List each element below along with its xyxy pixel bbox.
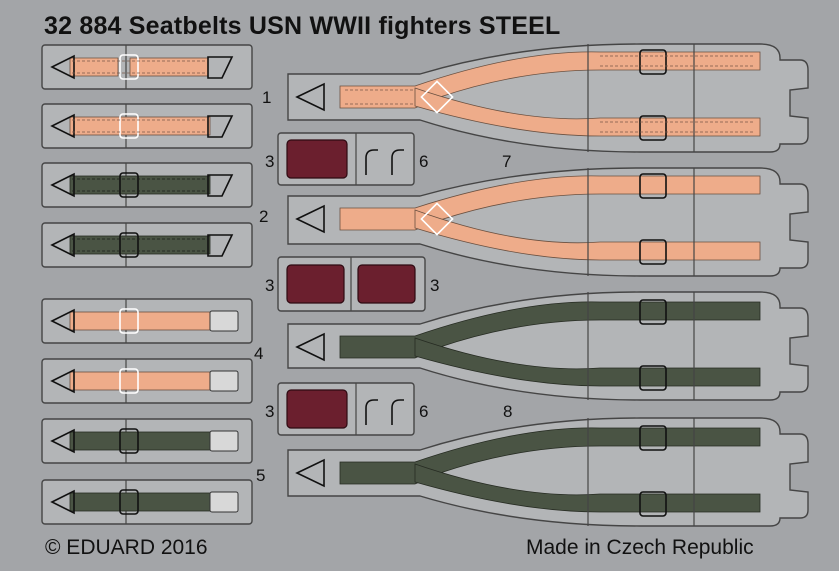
part-number-6a: 6 <box>419 152 429 171</box>
belt-set-4b <box>41 358 253 404</box>
belt-set-4 <box>41 298 253 344</box>
part-number-3d: 3 <box>265 402 275 421</box>
part-number-3b: 3 <box>265 276 275 295</box>
belt-set-2 <box>41 162 253 208</box>
belt-set-5b <box>41 479 253 525</box>
harness-2 <box>287 167 809 277</box>
belt-set-5 <box>41 418 253 464</box>
part-number-2: 2 <box>259 207 269 226</box>
pad-panel-middle <box>277 256 426 312</box>
sheet-title: 32 884 Seatbelts USN WWII fighters STEEL <box>44 12 561 40</box>
harness-1 <box>287 43 809 153</box>
part-number-7: 7 <box>502 152 512 171</box>
belt-set-2b <box>41 222 253 268</box>
part-number-6b: 6 <box>419 402 429 421</box>
belt-set-1 <box>41 44 253 90</box>
belt-set-1b <box>41 103 253 149</box>
part-number-3a: 3 <box>265 152 275 171</box>
harness-4 <box>287 417 809 527</box>
harness-3 <box>287 291 809 401</box>
part-number-5: 5 <box>256 466 266 485</box>
part-number-8: 8 <box>503 402 513 421</box>
pad-panel-bottom <box>277 382 415 436</box>
pad-panel-top <box>277 132 415 186</box>
part-number-3c: 3 <box>430 276 440 295</box>
part-number-1: 1 <box>262 88 272 107</box>
origin-text: Made in Czech Republic <box>526 536 754 559</box>
part-number-4: 4 <box>254 344 264 363</box>
copyright-text: © EDUARD 2016 <box>45 536 208 559</box>
